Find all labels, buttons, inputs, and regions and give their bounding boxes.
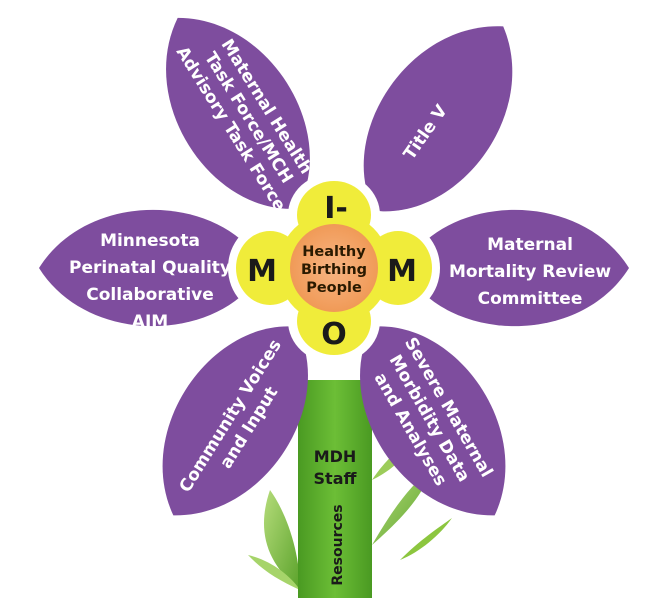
leaf-left-large: [263, 490, 300, 590]
petal-bottom-right: [360, 326, 506, 516]
center-circle: [290, 224, 378, 312]
petal-label-right: Maternal Mortality Review Committee: [449, 235, 611, 309]
leaf-left-small: [248, 555, 300, 590]
stem-resources: Resources: [330, 504, 346, 585]
svg-text:AIM: AIM: [132, 312, 168, 332]
ring-letter-bottom: O: [321, 317, 347, 352]
center-label: Healthy Birthing People: [301, 244, 367, 296]
ring-letter-left: M: [247, 254, 277, 289]
svg-text:Perinatal Quality: Perinatal Quality: [69, 258, 231, 278]
petal-top-left: [166, 17, 310, 209]
petal-right: [404, 209, 629, 327]
leaf-right-far: [400, 518, 452, 560]
center-line-3: People: [306, 280, 362, 296]
petal-bottom-left: [162, 326, 308, 516]
ring-letter-right: M: [387, 254, 417, 289]
svg-text:Committee: Committee: [478, 289, 583, 309]
stem-line-2: Staff: [314, 469, 358, 488]
stem: [298, 380, 372, 598]
center-line-1: Healthy: [302, 244, 366, 260]
petals: [39, 17, 629, 516]
svg-text:Minnesota: Minnesota: [100, 231, 200, 251]
petal-left: [39, 209, 264, 327]
leaf-right-large: [372, 470, 432, 545]
center-line-2: Birthing: [301, 262, 367, 278]
svg-text:Collaborative: Collaborative: [86, 285, 214, 305]
svg-text:Mortality Review: Mortality Review: [449, 262, 611, 282]
petal-top-right: [363, 26, 513, 212]
ring-letter-top: I-: [324, 191, 348, 226]
petal-label-left: Minnesota Perinatal Quality Collaborativ…: [69, 231, 231, 332]
svg-text:Maternal: Maternal: [487, 235, 573, 255]
stem-line-1: MDH: [314, 447, 357, 466]
